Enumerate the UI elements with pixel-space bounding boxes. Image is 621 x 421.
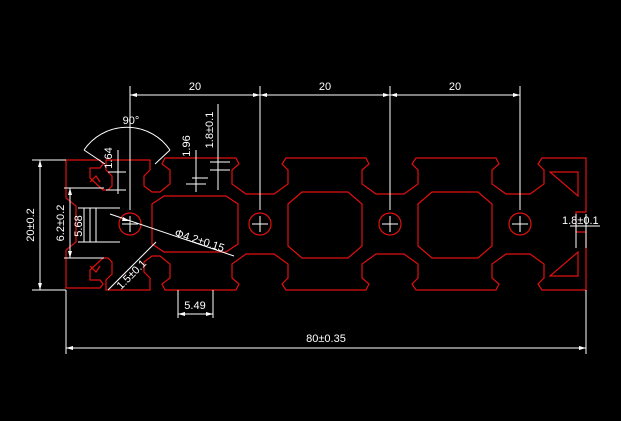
pitch-dimensions: 20 20 20 bbox=[129, 81, 521, 210]
corner-notch-tl bbox=[89, 175, 101, 183]
height-label: 20±0.2 bbox=[25, 208, 37, 242]
slot-depth-label-2: 1.96 bbox=[181, 135, 193, 156]
total-length-dimension: 80±0.35 bbox=[65, 290, 587, 354]
cavity-3 bbox=[417, 191, 493, 259]
center-bore-4 bbox=[508, 212, 532, 236]
corner-notch-bl bbox=[89, 265, 101, 273]
cavity-1 bbox=[151, 195, 239, 253]
cavity-2 bbox=[287, 191, 363, 259]
slot-width-dimension: 6.2±0.2 bbox=[55, 187, 104, 259]
center-bore-3 bbox=[378, 212, 402, 236]
inner-width-label: 5.68 bbox=[73, 215, 85, 236]
center-hole-label: Φ4.2±0.15 bbox=[173, 227, 226, 254]
corner-notch-tr bbox=[548, 171, 579, 198]
height-dimension: 20±0.2 bbox=[25, 159, 66, 291]
total-length-label: 80±0.35 bbox=[306, 333, 346, 345]
slot-depth-dimensions: 1.64 1.96 1.8±0.1 bbox=[103, 104, 230, 194]
pitch-label-2: 20 bbox=[319, 81, 331, 93]
center-marks bbox=[122, 216, 528, 232]
wall-dimension: 1.5±0.1 bbox=[107, 241, 157, 292]
pitch-label-1: 20 bbox=[189, 81, 201, 93]
slot-width-label: 6.2±0.2 bbox=[55, 205, 67, 242]
wall-label: 1.5±0.1 bbox=[115, 258, 149, 292]
center-bore-2 bbox=[248, 212, 272, 236]
side-thickness-label: 1.8±0.1 bbox=[562, 215, 599, 227]
slot-depth-label-1: 1.64 bbox=[103, 147, 115, 168]
side-thickness-dimension: 1.8±0.1 bbox=[562, 214, 600, 248]
angle-label: 90° bbox=[123, 115, 140, 127]
opening-dimension: 5.49 bbox=[177, 290, 214, 318]
angle-dimension: 90° bbox=[83, 115, 171, 165]
corner-notch-br bbox=[548, 250, 579, 277]
opening-label: 5.49 bbox=[184, 300, 205, 312]
inner-width-dimension: 5.68 bbox=[73, 207, 120, 243]
lip-thickness-label: 1.8±0.1 bbox=[204, 112, 216, 149]
pitch-label-3: 20 bbox=[449, 81, 461, 93]
